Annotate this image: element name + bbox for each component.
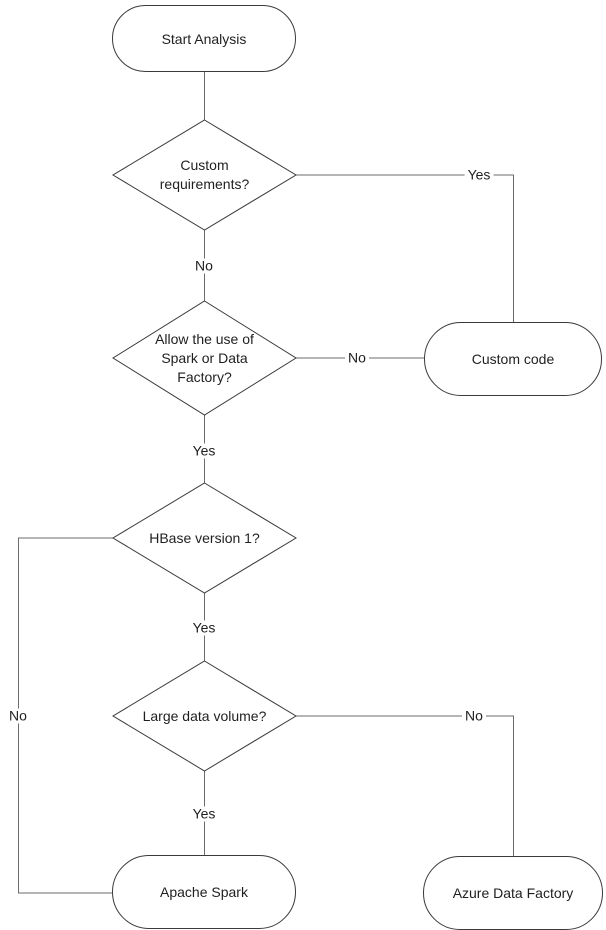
edge-label-allow-spark-df-yes: Yes <box>189 443 219 459</box>
azure-data-factory-node-label: Azure Data Factory <box>452 885 574 901</box>
edge-label-hbase-v1-yes: Yes <box>189 620 219 636</box>
edge-label-allow-spark-df-no: No <box>345 350 369 366</box>
custom-code-node: Custom code <box>424 322 602 396</box>
edge-label-large-data-volume-yes: Yes <box>189 806 219 822</box>
start-node-label: Start Analysis <box>161 30 247 47</box>
decision-diamond-hbase-v1 <box>112 482 297 594</box>
decision-diamond-allow-spark-df <box>112 300 297 416</box>
apache-spark-node: Apache Spark <box>112 855 296 929</box>
edge-label-hbase-v1-no: No <box>6 708 30 724</box>
decision-diamond-large-data-volume <box>112 660 297 772</box>
edge-custom-requirements-yes <box>296 174 514 322</box>
decision-diamond-custom-requirements <box>112 119 297 231</box>
edge-label-large-data-volume-no: No <box>462 708 486 724</box>
apache-spark-node-label: Apache Spark <box>160 884 248 900</box>
edge-hbase-v1-no <box>18 537 113 894</box>
edge-large-data-volume-no <box>296 715 514 856</box>
edge-label-custom-requirements-no: No <box>192 258 216 274</box>
edge-label-custom-requirements-yes: Yes <box>464 167 494 183</box>
start-node: Start Analysis <box>112 5 296 72</box>
custom-code-node-label: Custom code <box>471 351 555 367</box>
azure-data-factory-node: Azure Data Factory <box>423 856 603 930</box>
